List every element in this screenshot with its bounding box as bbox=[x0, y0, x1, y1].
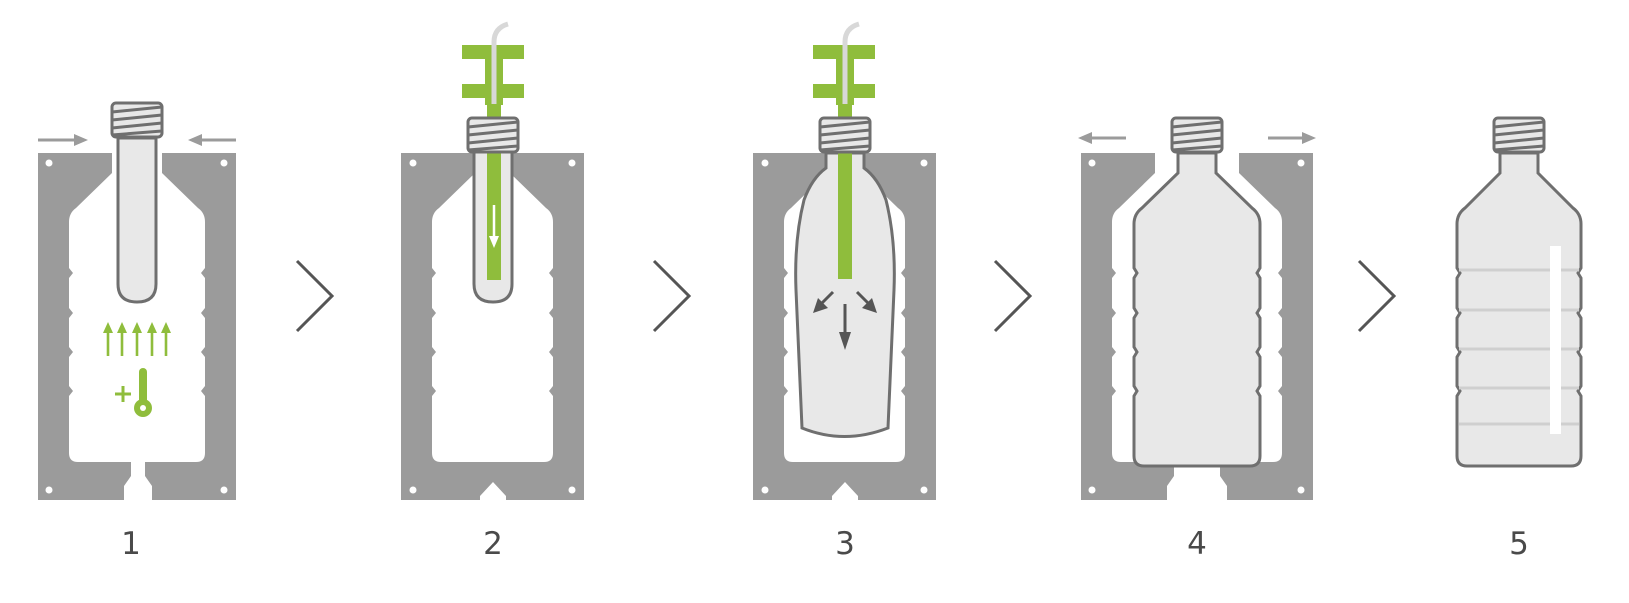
up-arrows-icon bbox=[103, 322, 171, 356]
mold-right-half bbox=[145, 153, 236, 500]
step-3-illustration bbox=[753, 21, 936, 500]
chevron-right-icon bbox=[993, 259, 1033, 333]
step-label-2: 2 bbox=[483, 526, 503, 562]
pull-left-arrow-icon bbox=[1078, 132, 1126, 144]
air-tube bbox=[491, 21, 509, 104]
push-left-arrow-icon bbox=[188, 134, 236, 146]
pull-right-arrow-icon bbox=[1268, 132, 1316, 144]
step-1-illustration bbox=[38, 101, 236, 500]
bottle-highlight bbox=[1550, 246, 1561, 434]
stretch-rod bbox=[487, 58, 501, 280]
down-arrow-icon bbox=[489, 205, 499, 248]
push-right-arrow-icon bbox=[38, 134, 88, 146]
mold-left-half bbox=[38, 153, 131, 500]
air-flow-arrows-icon bbox=[813, 290, 877, 350]
preform-neck-thread bbox=[110, 101, 164, 139]
step-label-3: 3 bbox=[835, 526, 855, 562]
plus-icon bbox=[115, 386, 131, 402]
step-5-illustration bbox=[1455, 116, 1583, 468]
stretch-rod bbox=[838, 58, 852, 279]
mold-right-half bbox=[1220, 153, 1313, 500]
bottle-neck-thread bbox=[1170, 116, 1224, 154]
chevron-right-icon bbox=[295, 259, 335, 333]
preform-neck-thread bbox=[818, 116, 872, 154]
step-2-illustration bbox=[401, 21, 584, 500]
chevron-right-icon bbox=[652, 259, 692, 333]
formed-bottle bbox=[1132, 151, 1262, 468]
thermometer-icon bbox=[134, 368, 152, 417]
mold-closed bbox=[753, 153, 936, 500]
mold-closed bbox=[401, 153, 584, 500]
chevron-right-icon bbox=[1357, 259, 1397, 333]
mold-left-half bbox=[1081, 153, 1174, 500]
step-4-illustration bbox=[1078, 116, 1316, 500]
air-tube bbox=[842, 21, 860, 104]
bottle-neck-thread bbox=[1492, 116, 1546, 154]
preform bbox=[116, 136, 158, 304]
step-label-5: 5 bbox=[1509, 526, 1529, 562]
step-label-4: 4 bbox=[1187, 526, 1207, 562]
step-label-1: 1 bbox=[121, 526, 141, 562]
inflating-preform bbox=[794, 151, 896, 438]
preform-neck-thread bbox=[466, 116, 520, 154]
